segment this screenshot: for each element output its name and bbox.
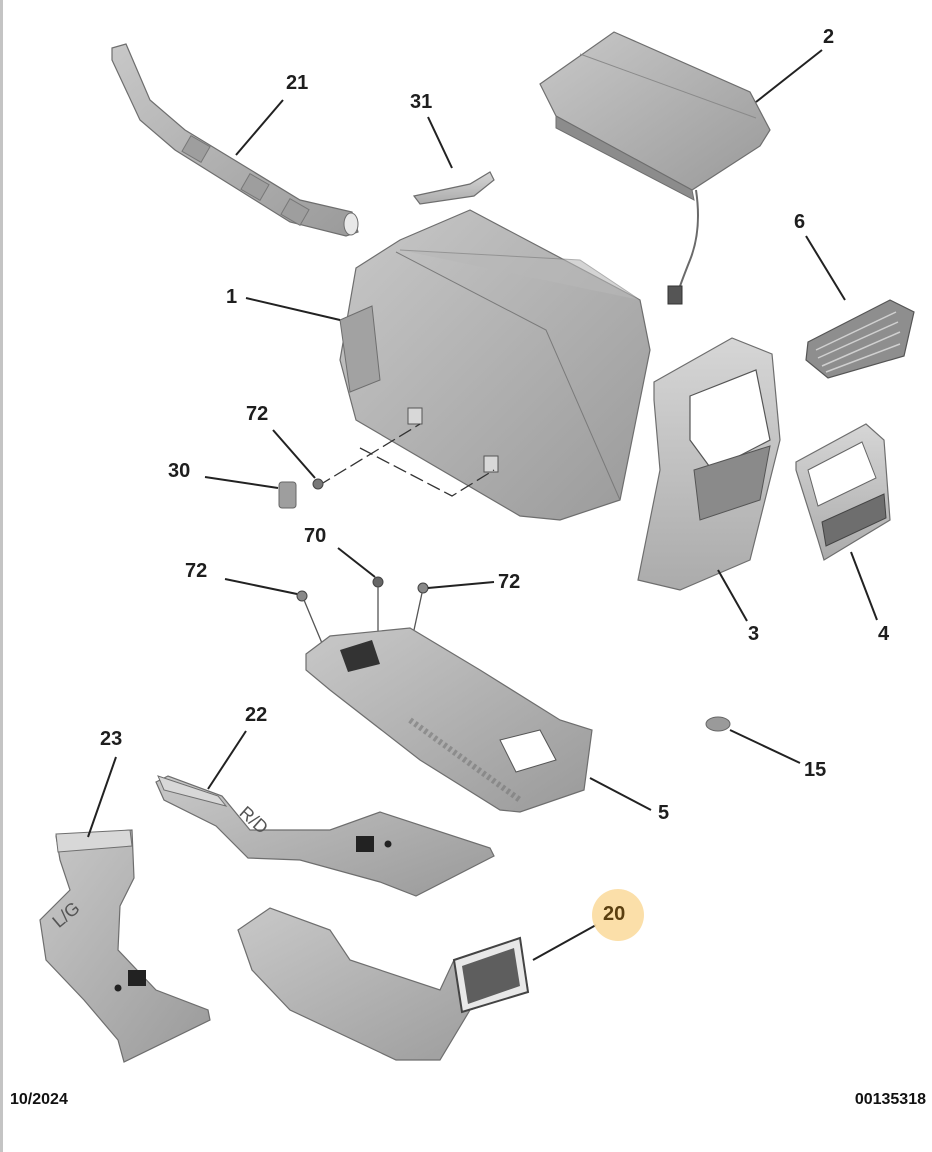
part-4-vent-bezel[interactable] — [795, 423, 891, 561]
leader-23 — [87, 756, 117, 838]
callout-31[interactable]: 31 — [410, 91, 433, 113]
leader-31 — [427, 116, 453, 169]
callout-5[interactable]: 5 — [658, 802, 670, 824]
footer-reference-number: 00135318 — [854, 1091, 926, 1108]
part-21-front-duct[interactable] — [111, 43, 359, 237]
callout-4[interactable]: 4 — [878, 623, 890, 645]
leader-lines — [87, 49, 878, 961]
callout-22[interactable]: 22 — [245, 704, 268, 726]
callout-72-upper[interactable]: 72 — [246, 403, 269, 425]
callout-72-right[interactable]: 72 — [498, 571, 521, 593]
fastener-72-left[interactable] — [296, 590, 325, 649]
callout-70[interactable]: 70 — [304, 525, 327, 547]
part-31-trim-strip[interactable] — [412, 171, 495, 205]
part-1-console-box[interactable] — [317, 209, 651, 521]
leader-4 — [850, 551, 878, 621]
leader-15 — [729, 729, 801, 764]
leader-72-right — [427, 581, 495, 589]
footer-date: 10/2024 — [10, 1091, 68, 1108]
leader-2 — [755, 49, 823, 103]
leader-22 — [207, 730, 247, 790]
callout-21[interactable]: 21 — [286, 72, 309, 94]
leader-70 — [337, 547, 376, 578]
part-15-clip[interactable] — [705, 716, 731, 732]
fastener-70[interactable] — [372, 576, 384, 636]
callout-1[interactable]: 1 — [226, 286, 238, 308]
leader-6 — [805, 235, 846, 301]
part-23-left-duct[interactable]: L/G — [39, 829, 211, 1063]
callout-6[interactable]: 6 — [794, 211, 806, 233]
leader-21 — [235, 99, 284, 156]
leader-3 — [717, 569, 748, 622]
leader-20 — [532, 924, 597, 961]
leader-72-left — [224, 578, 298, 595]
leader-72-upper — [272, 429, 316, 479]
callout-3[interactable]: 3 — [748, 623, 760, 645]
callout-30[interactable]: 30 — [168, 460, 191, 482]
highlight-bubble-20 — [592, 889, 644, 941]
callout-23[interactable]: 23 — [100, 728, 123, 750]
part-30-cover-cap[interactable] — [278, 481, 297, 509]
callout-72-left[interactable]: 72 — [185, 560, 208, 582]
left-border — [0, 0, 3, 1152]
leader-5 — [589, 777, 652, 811]
callout-20-highlighted[interactable]: 20 — [603, 903, 626, 925]
callout-2[interactable]: 2 — [823, 26, 835, 48]
part-6-air-vent[interactable] — [805, 299, 915, 379]
fastener-72-right[interactable] — [413, 582, 429, 631]
part-20-rear-duct[interactable] — [237, 907, 530, 1061]
part-2-armrest-lid[interactable] — [539, 31, 771, 305]
fastener-72-upper[interactable] — [312, 478, 324, 490]
callout-15[interactable]: 15 — [804, 759, 827, 781]
part-22-right-duct[interactable]: R/D — [155, 775, 495, 897]
part-5-base-bracket[interactable] — [305, 627, 593, 813]
leader-1 — [245, 297, 341, 321]
leader-30 — [204, 476, 279, 489]
part-3-end-panel[interactable] — [637, 337, 781, 591]
